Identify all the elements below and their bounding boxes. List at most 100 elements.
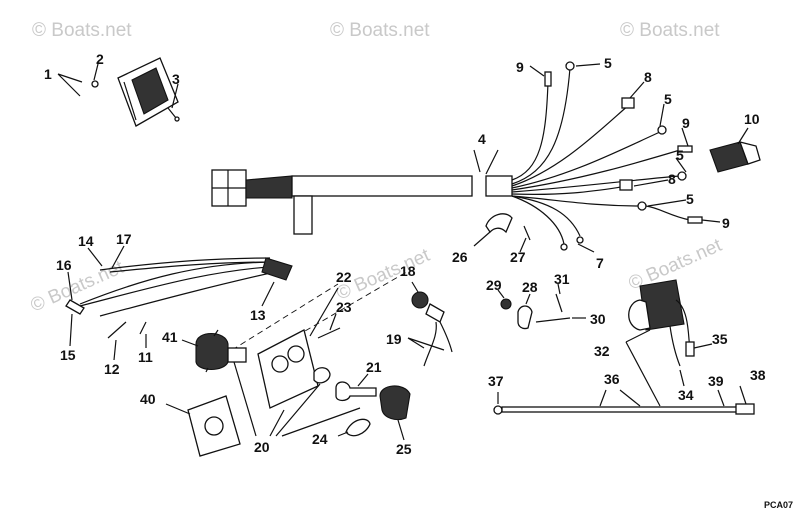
part-label: 21 bbox=[366, 359, 382, 375]
part-label: 20 bbox=[254, 439, 270, 455]
leader-20 bbox=[233, 361, 361, 437]
leader-32 bbox=[625, 329, 651, 343]
screw-31 bbox=[555, 293, 563, 313]
leader-9 bbox=[681, 127, 689, 147]
terminal-leaders bbox=[529, 63, 721, 253]
leader-26 bbox=[473, 231, 491, 247]
harness-sheath bbox=[291, 175, 473, 197]
part-label: 14 bbox=[78, 233, 94, 249]
part-label: 1 bbox=[44, 66, 52, 82]
terminal-8 bbox=[619, 179, 633, 191]
leader-18 bbox=[411, 281, 419, 293]
part-label: 5 bbox=[686, 191, 694, 207]
part-label: 31 bbox=[554, 271, 570, 287]
leader-15 bbox=[69, 313, 73, 347]
connector-detail bbox=[212, 170, 246, 206]
part-label: 32 bbox=[594, 343, 610, 359]
part-label: 34 bbox=[678, 387, 694, 403]
part-label: 4 bbox=[478, 131, 486, 147]
part-label: 30 bbox=[590, 311, 606, 327]
alignment-lines bbox=[231, 269, 411, 357]
leader-9 bbox=[701, 219, 721, 223]
terminal-5 bbox=[565, 61, 575, 71]
part-label: 38 bbox=[750, 367, 766, 383]
wire bbox=[511, 67, 571, 185]
leader-22 bbox=[309, 287, 339, 337]
switch-barrel bbox=[227, 347, 247, 363]
grommet bbox=[411, 291, 429, 309]
leader-36 bbox=[599, 341, 661, 407]
part-label: 13 bbox=[250, 307, 266, 323]
plug-tip bbox=[738, 141, 761, 165]
panel-hole bbox=[271, 355, 289, 373]
nut bbox=[313, 367, 331, 384]
leader-3 bbox=[171, 83, 179, 109]
wire bbox=[109, 261, 273, 273]
screw-head bbox=[174, 116, 180, 122]
wire-11 bbox=[139, 321, 147, 335]
wire bbox=[511, 103, 631, 187]
fasteners-28-31 bbox=[497, 283, 586, 330]
leader-16 bbox=[67, 271, 73, 301]
leader-5 bbox=[675, 157, 687, 173]
harness-boot bbox=[245, 175, 293, 199]
leader-35 bbox=[693, 343, 713, 349]
leader-1 bbox=[57, 73, 83, 97]
part-label: 41 bbox=[162, 329, 178, 345]
part-label: 15 bbox=[60, 347, 76, 363]
leader-9 bbox=[529, 65, 545, 77]
ignition-switch-41 bbox=[181, 329, 247, 373]
panel-hole bbox=[287, 345, 305, 363]
leader-27 bbox=[519, 237, 527, 253]
switch-body bbox=[195, 332, 229, 371]
wire bbox=[79, 265, 283, 307]
leader-25 bbox=[397, 419, 405, 441]
wire bbox=[511, 195, 565, 245]
part-label: 25 bbox=[396, 441, 412, 457]
part-label: 2 bbox=[96, 51, 104, 67]
key-assembly bbox=[233, 361, 411, 441]
wire bbox=[511, 149, 681, 191]
wire bbox=[99, 257, 271, 271]
leader-23 bbox=[329, 313, 337, 331]
part-label: 29 bbox=[486, 277, 502, 293]
leader-21 bbox=[357, 373, 369, 387]
leader-12 bbox=[113, 339, 117, 361]
terminal bbox=[560, 243, 568, 251]
harness-sheath-end bbox=[485, 175, 513, 197]
leader-2 bbox=[93, 63, 99, 81]
leader-5 bbox=[575, 63, 601, 67]
leader-7 bbox=[577, 243, 595, 253]
leader-19 bbox=[407, 337, 445, 351]
part-label: 17 bbox=[116, 231, 132, 247]
terminal-5 bbox=[637, 201, 647, 211]
boot-25 bbox=[379, 385, 411, 421]
part-label: 5 bbox=[676, 147, 684, 163]
part-label: 9 bbox=[722, 215, 730, 231]
part-label: 19 bbox=[386, 331, 402, 347]
leader-31 bbox=[557, 283, 561, 295]
terminal-35 bbox=[685, 341, 695, 357]
screw-30 bbox=[535, 317, 571, 323]
terminal-8 bbox=[621, 97, 635, 109]
wire bbox=[645, 205, 691, 221]
connector-19 bbox=[425, 303, 445, 323]
part-label: 23 bbox=[336, 299, 352, 315]
leader-14 bbox=[87, 247, 103, 267]
plate-edge bbox=[123, 81, 137, 121]
leader-10 bbox=[737, 127, 749, 145]
watermark: © Boats.net bbox=[32, 20, 132, 41]
clamp-28 bbox=[517, 305, 533, 330]
leader-8 bbox=[633, 179, 669, 187]
wire bbox=[511, 195, 641, 207]
terminal-38 bbox=[735, 403, 755, 415]
left-harness bbox=[65, 245, 293, 361]
leader-13 bbox=[261, 281, 275, 307]
leader-38 bbox=[739, 385, 747, 405]
part-label: 18 bbox=[400, 263, 416, 279]
main-harness bbox=[211, 61, 721, 253]
leader-5 bbox=[659, 103, 665, 127]
mounting-plate-40 bbox=[165, 395, 241, 457]
part-label: 5 bbox=[604, 55, 612, 71]
ring-24 bbox=[345, 418, 371, 437]
